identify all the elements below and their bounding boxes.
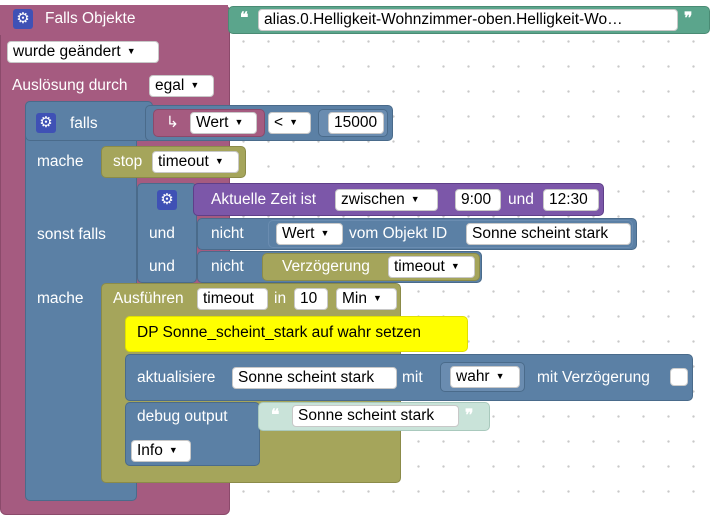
- verzoegerung-value: timeout: [394, 258, 445, 276]
- object-id-field[interactable]: alias.0.Helligkeit-Wohnzimmer-oben.Helli…: [258, 9, 678, 31]
- zeit-label: Aktuelle Zeit ist: [211, 191, 317, 208]
- update-block[interactable]: [125, 354, 693, 401]
- operator-dropdown[interactable]: <▼: [268, 112, 311, 134]
- chevron-down-icon: ▼: [214, 156, 224, 166]
- ausfuehren-label: Ausführen: [113, 290, 184, 307]
- mit-verzoegerung-label: mit Verzögerung: [537, 369, 650, 386]
- chevron-down-icon: ▼: [495, 371, 505, 381]
- falls-label: falls: [70, 115, 98, 132]
- und-label-1: und: [149, 225, 175, 242]
- mache-label-1: mache: [37, 153, 84, 170]
- vom-objekt-label: vom Objekt ID: [349, 225, 448, 242]
- stop-label: stop: [113, 153, 143, 170]
- stop-timeout-dropdown[interactable]: timeout ▼: [152, 151, 239, 173]
- timeout-value-field[interactable]: 10: [294, 288, 328, 310]
- gear-icon[interactable]: ⚙: [157, 190, 177, 210]
- event-title: Falls Objekte: [45, 10, 136, 27]
- chevron-down-icon: ▼: [320, 228, 330, 238]
- ausloesung-dropdown[interactable]: egal ▼: [149, 75, 214, 97]
- aktualisiere-label: aktualisiere: [137, 369, 216, 386]
- quote-close-icon: ❞: [465, 407, 474, 424]
- gear-icon[interactable]: ⚙: [13, 9, 33, 29]
- mit-value: wahr: [456, 368, 490, 386]
- number-field[interactable]: 15000: [328, 112, 384, 134]
- zeit-to-field[interactable]: 12:30: [543, 189, 599, 211]
- debug-label: debug output: [137, 408, 228, 425]
- trigger-value: wurde geändert: [13, 43, 121, 61]
- return-arrow-icon: ↳: [166, 114, 179, 131]
- debug-level-value: Info: [137, 442, 163, 460]
- wert-dd-value: Wert: [282, 225, 315, 243]
- verzoegerung-label: Verzögerung: [282, 258, 370, 275]
- quote-open-icon: ❝: [240, 10, 249, 27]
- comment-text: DP Sonne_scheint_stark auf wahr setzen: [137, 324, 422, 341]
- zeit-op-dropdown[interactable]: zwischen ▼: [335, 189, 438, 211]
- gear-icon[interactable]: ⚙: [36, 113, 56, 133]
- zeit-from-field[interactable]: 9:00: [455, 189, 501, 211]
- wert-dropdown[interactable]: Wert ▼: [190, 112, 257, 134]
- debug-level-dropdown[interactable]: Info ▼: [131, 440, 191, 462]
- und-label-2: und: [149, 258, 175, 275]
- mache-label-2: mache: [37, 290, 84, 307]
- chevron-down-icon: ▼: [126, 46, 136, 56]
- chevron-down-icon: ▼: [372, 293, 382, 303]
- quote-close-icon: ❞: [684, 10, 693, 27]
- nicht-label-2: nicht: [211, 258, 244, 275]
- in-label: in: [274, 290, 287, 307]
- verzoegerung-dropdown[interactable]: timeout ▼: [388, 256, 475, 278]
- objekt-id-field[interactable]: Sonne scheint stark: [466, 223, 631, 245]
- debug-text-field[interactable]: Sonne scheint stark: [292, 405, 459, 427]
- chevron-down-icon: ▼: [450, 261, 460, 271]
- timeout-name-field[interactable]: timeout: [197, 288, 268, 310]
- timeout-unit-value: Min: [342, 290, 367, 308]
- chevron-down-icon: ▼: [289, 117, 298, 127]
- ausloesung-label: Auslösung durch: [12, 77, 128, 94]
- aktualisiere-target-field[interactable]: Sonne scheint stark: [232, 367, 397, 389]
- quote-open-icon: ❝: [271, 407, 280, 424]
- ausloesung-value: egal: [155, 77, 185, 95]
- chevron-down-icon: ▼: [410, 194, 420, 204]
- wert-dd-dropdown[interactable]: Wert ▼: [276, 223, 343, 245]
- chevron-down-icon: ▼: [168, 445, 178, 455]
- operator-value: <: [274, 114, 284, 132]
- mit-value-dropdown[interactable]: wahr ▼: [450, 366, 520, 388]
- stop-timeout-value: timeout: [158, 153, 209, 171]
- delay-checkbox[interactable]: [670, 368, 688, 386]
- nicht-label-1: nicht: [211, 225, 244, 242]
- zeit-op-value: zwischen: [341, 191, 405, 209]
- mit-label: mit: [402, 369, 423, 386]
- chevron-down-icon: ▼: [234, 117, 244, 127]
- event-block-header[interactable]: [0, 5, 228, 35]
- wert-value: Wert: [196, 114, 229, 132]
- chevron-down-icon: ▼: [190, 80, 200, 90]
- trigger-dropdown[interactable]: wurde geändert ▼: [7, 41, 159, 63]
- comment-block[interactable]: [125, 316, 468, 352]
- timeout-unit-dropdown[interactable]: Min ▼: [336, 288, 397, 310]
- sonst-falls-label: sonst falls: [37, 226, 106, 243]
- zeit-und-label: und: [508, 191, 534, 208]
